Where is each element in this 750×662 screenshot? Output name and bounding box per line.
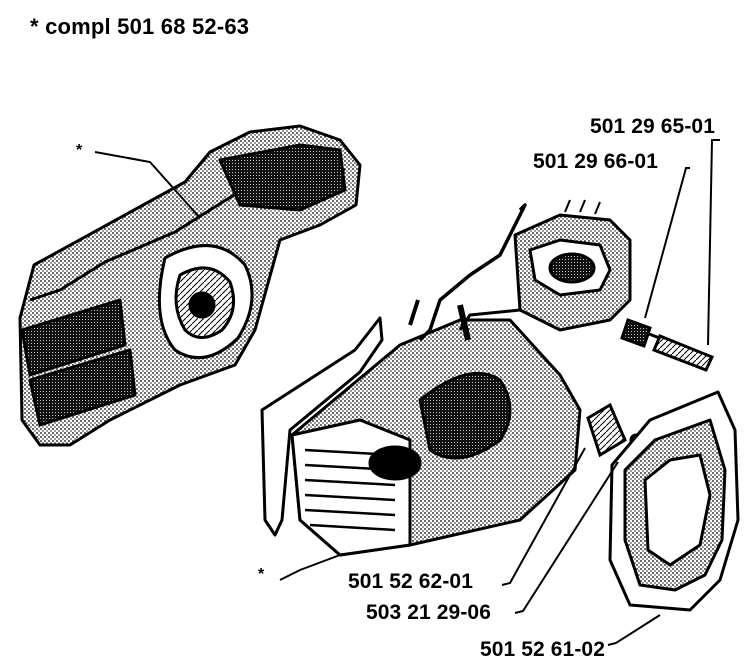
crankcase	[260, 199, 632, 557]
part-label-501-29-66-01: 501 29 66-01	[533, 150, 658, 173]
leader-lines	[94, 139, 720, 646]
bolts	[620, 318, 715, 372]
gasket-right	[608, 390, 740, 612]
part-label-501-52-61-02: 501 52 61-02	[480, 638, 605, 661]
callout-star-bottom: *	[258, 566, 265, 583]
left-housing	[18, 124, 362, 447]
kit-note: * compl 501 68 52-63	[30, 14, 250, 39]
part-label-501-29-65-01: 501 29 65-01	[590, 115, 715, 138]
part-label-501-52-62-01: 501 52 62-01	[348, 570, 473, 593]
callout-star-left: *	[76, 142, 83, 159]
part-label-503-21-29-06: 503 21 29-06	[366, 601, 491, 624]
